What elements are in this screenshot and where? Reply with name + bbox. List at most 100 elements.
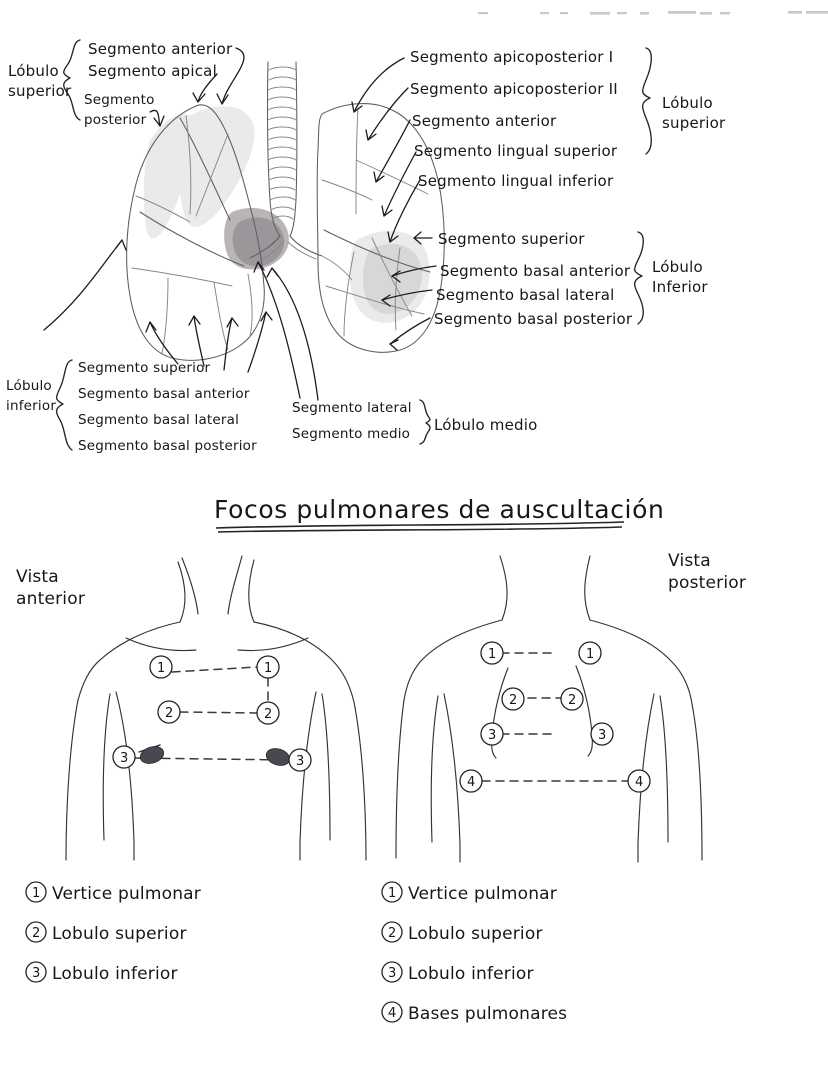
anterior-point-1-right-label: 1 bbox=[264, 661, 272, 676]
posterior-point-3-left-label: 3 bbox=[488, 728, 496, 743]
posterior-body-outline bbox=[395, 555, 703, 863]
legend-posterior-item-4: 4 Bases pulmonares bbox=[381, 1001, 567, 1024]
posterior-point-2-right[interactable]: 2 bbox=[560, 687, 584, 711]
braces bbox=[55, 39, 652, 451]
leader-lines-right-upper bbox=[351, 57, 421, 243]
legend-posterior-item-1: 1 Vertice pulmonar bbox=[381, 881, 557, 904]
legend-posterior-number-2: 2 bbox=[388, 926, 396, 941]
section-title-underline-2 bbox=[217, 526, 623, 533]
label-right-upper-lobe-line1: Lóbulo bbox=[662, 94, 713, 112]
leader-lines-left-upper bbox=[149, 47, 245, 127]
legend-posterior-label-4: Bases pulmonares bbox=[408, 1004, 567, 1024]
legend-posterior-label-3: Lobulo inferior bbox=[408, 964, 534, 984]
anterior-point-2-right-label: 2 bbox=[264, 707, 272, 722]
anterior-point-1-left[interactable]: 1 bbox=[149, 655, 173, 679]
label-segmento-anterior-left: Segmento anterior bbox=[88, 40, 233, 58]
posterior-point-1-left-label: 1 bbox=[488, 647, 496, 662]
posterior-point-3-right[interactable]: 3 bbox=[590, 722, 614, 746]
leader-lines-middle-lobe bbox=[253, 261, 319, 401]
legend-anterior-number-3: 3 bbox=[32, 966, 40, 981]
anterior-point-3-right[interactable]: 3 bbox=[288, 748, 312, 772]
label-right-lower-seg-0: Segmento superior bbox=[438, 230, 585, 248]
posterior-point-2-left-label: 2 bbox=[509, 693, 517, 708]
posterior-view-label-line1: Vista bbox=[668, 551, 711, 571]
label-left-lower-lobe-line2: inferior bbox=[6, 398, 56, 414]
label-right-lower-seg-1: Segmento basal anterior bbox=[440, 262, 631, 280]
anterior-point-3-left[interactable]: 3 bbox=[112, 745, 136, 769]
legend-anterior-number-2: 2 bbox=[32, 926, 40, 941]
label-right-upper-seg-1: Segmento apicoposterior II bbox=[410, 80, 618, 98]
label-right-upper-seg-3: Segmento lingual superior bbox=[414, 142, 618, 160]
label-right-upper-seg-0: Segmento apicoposterior I bbox=[410, 48, 613, 66]
posterior-point-4-right[interactable]: 4 bbox=[627, 769, 651, 793]
trachea bbox=[249, 61, 323, 263]
label-left-lower-seg-0: Segmento superior bbox=[78, 360, 211, 376]
leader-lines-right-lower bbox=[381, 231, 437, 351]
legend-posterior-number-4: 4 bbox=[388, 1006, 396, 1021]
anterior-view-label-line1: Vista bbox=[16, 567, 59, 587]
label-segmento-apical-left: Segmento apical bbox=[88, 62, 217, 80]
left-lung-outline bbox=[126, 104, 265, 361]
label-left-upper-lobe-line2: superior bbox=[8, 82, 72, 100]
label-left-lower-lobe-line1: Lóbulo bbox=[6, 378, 52, 394]
anterior-point-3-left-label: 3 bbox=[120, 751, 128, 766]
anterior-point-1-left-label: 1 bbox=[157, 661, 165, 676]
anterior-point-2-left[interactable]: 2 bbox=[157, 700, 181, 724]
label-middle-lobe-brace: Lóbulo medio bbox=[434, 416, 538, 434]
posterior-point-2-right-label: 2 bbox=[568, 693, 576, 708]
label-right-lower-lobe-line1: Lóbulo bbox=[652, 258, 703, 276]
legend-anterior-label-1: Vertice pulmonar bbox=[52, 884, 201, 904]
label-left-lower-seg-1: Segmento basal anterior bbox=[78, 386, 250, 402]
section-title: Focos pulmonares de auscultación bbox=[214, 495, 664, 524]
label-right-upper-seg-2: Segmento anterior bbox=[412, 112, 557, 130]
anterior-nipple-left bbox=[139, 746, 165, 764]
legend-anterior-item-3: 3 Lobulo inferior bbox=[25, 961, 178, 984]
legend-posterior-label-2: Lobulo superior bbox=[408, 924, 543, 944]
label-segmento-posterior-left-line2: posterior bbox=[84, 112, 147, 128]
label-left-upper-lobe-line1: Lóbulo bbox=[8, 62, 59, 80]
legend-posterior-label-1: Vertice pulmonar bbox=[408, 884, 557, 904]
anterior-point-1-right[interactable]: 1 bbox=[256, 655, 280, 679]
anterior-view-label-line2: anterior bbox=[16, 589, 85, 609]
legend-anterior-label-2: Lobulo superior bbox=[52, 924, 187, 944]
label-right-upper-seg-4: Segmento lingual inferior bbox=[418, 172, 614, 190]
legend-anterior-item-2: 2 Lobulo superior bbox=[25, 921, 187, 944]
label-middle-seg-0: Segmento lateral bbox=[292, 400, 412, 416]
legend-posterior: 1 Vertice pulmonar 2 Lobulo superior 3 L… bbox=[381, 881, 567, 1024]
label-middle-seg-1: Segmento medio bbox=[292, 426, 410, 442]
label-right-upper-lobe-line2: superior bbox=[662, 114, 726, 132]
anterior-point-3-right-label: 3 bbox=[296, 754, 304, 769]
posterior-view-label-line2: posterior bbox=[668, 573, 746, 593]
anterior-point-2-left-label: 2 bbox=[165, 706, 173, 721]
legend-anterior-label-3: Lobulo inferior bbox=[52, 964, 178, 984]
legend-posterior-item-3: 3 Lobulo inferior bbox=[381, 961, 534, 984]
label-right-lower-seg-3: Segmento basal posterior bbox=[434, 310, 633, 328]
section-title-underline bbox=[215, 521, 625, 529]
legend-posterior-number-3: 3 bbox=[388, 966, 396, 981]
lung-shading bbox=[143, 106, 430, 323]
posterior-point-1-right-label: 1 bbox=[586, 647, 594, 662]
posterior-point-1-right[interactable]: 1 bbox=[578, 641, 602, 665]
label-right-lower-lobe-line2: Inferior bbox=[652, 278, 708, 296]
label-segmento-posterior-left-line1: Segmento bbox=[84, 92, 155, 108]
posterior-point-4-left[interactable]: 4 bbox=[459, 769, 483, 793]
anterior-point-2-right[interactable]: 2 bbox=[256, 701, 280, 725]
label-left-lower-seg-3: Segmento basal posterior bbox=[78, 438, 257, 454]
legend-anterior: 1 Vertice pulmonar 2 Lobulo superior 3 L… bbox=[25, 881, 201, 984]
posterior-point-4-left-label: 4 bbox=[467, 775, 475, 790]
legend-anterior-item-1: 1 Vertice pulmonar bbox=[25, 881, 201, 904]
label-left-lower-seg-2: Segmento basal lateral bbox=[78, 412, 239, 428]
posterior-point-2-left[interactable]: 2 bbox=[501, 687, 525, 711]
posterior-point-3-right-label: 3 bbox=[598, 728, 606, 743]
posterior-point-3-left[interactable]: 3 bbox=[480, 722, 504, 746]
posterior-point-1-left[interactable]: 1 bbox=[480, 641, 504, 665]
leader-lines-left-lower bbox=[43, 239, 273, 373]
